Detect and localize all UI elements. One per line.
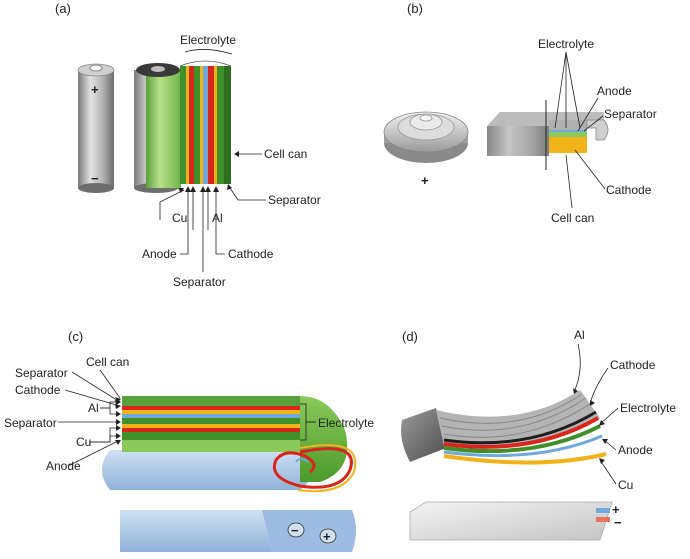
cathode-label: Cathode bbox=[228, 247, 274, 261]
cathode-label: Cathode bbox=[15, 383, 61, 397]
cathode-layer bbox=[549, 137, 587, 153]
wound-core bbox=[102, 450, 315, 490]
anode-label: Anode bbox=[618, 443, 653, 457]
separator-label: Separator bbox=[604, 107, 657, 121]
coin-cell: + bbox=[383, 111, 469, 188]
anode-label: Anode bbox=[46, 459, 81, 473]
anode-layer bbox=[549, 131, 587, 137]
separator-top-label: Separator bbox=[15, 366, 68, 380]
electrolyte-label: Electrolyte bbox=[180, 33, 236, 47]
panel-d: (d) + − Al Cathode Electrolyte Anode Cu bbox=[401, 328, 676, 541]
separator-mid-label: Separator bbox=[4, 416, 57, 430]
panel-b: (b) + Electrolyte Anode bbox=[383, 1, 657, 225]
cylindrical-cell: + − bbox=[77, 63, 115, 193]
anode-label: Anode bbox=[142, 247, 177, 261]
plus-terminal-label: + bbox=[91, 82, 99, 97]
pouch-cap bbox=[401, 408, 446, 462]
panel-b-tag: (b) bbox=[407, 1, 423, 16]
anode-layer bbox=[180, 66, 186, 184]
separator-right-label: Separator bbox=[268, 193, 321, 207]
separator-layer bbox=[186, 66, 189, 184]
cutaway-cylinder bbox=[134, 60, 232, 193]
electrolyte-label: Electrolyte bbox=[538, 37, 594, 51]
panel-a-tag: (a) bbox=[55, 1, 71, 16]
separator-bottom-label: Separator bbox=[173, 275, 226, 289]
panel-c: (c) − + Cell c bbox=[4, 329, 374, 552]
pouch-cell: + − bbox=[409, 501, 622, 541]
cell-can-label: Cell can bbox=[86, 355, 129, 369]
coin-cross-section bbox=[487, 100, 609, 170]
cu-label: Cu bbox=[76, 435, 91, 449]
panel-d-tag: (d) bbox=[402, 329, 418, 344]
panel-a: (a) + − bbox=[55, 1, 321, 289]
electrolyte-label: Electrolyte bbox=[620, 401, 676, 415]
cathode-label: Cathode bbox=[610, 358, 656, 372]
cell-can-wall bbox=[224, 66, 231, 184]
separator-layer bbox=[549, 130, 587, 132]
panel-c-tag: (c) bbox=[68, 329, 83, 344]
prismatic-cell: − + bbox=[120, 510, 356, 552]
cell-can-label: Cell can bbox=[264, 147, 307, 161]
prismatic-plus-label: + bbox=[323, 529, 331, 544]
pouch-plus-label: + bbox=[612, 502, 620, 517]
pouch-layers bbox=[436, 390, 607, 465]
al-label: Al bbox=[88, 401, 99, 415]
cell-can-label: Cell can bbox=[551, 211, 594, 225]
electrolyte-label: Electrolyte bbox=[318, 416, 374, 430]
coin-plus-label: + bbox=[421, 173, 429, 188]
layer-stack bbox=[122, 396, 357, 493]
prismatic-minus-label: − bbox=[291, 523, 299, 538]
anode-label: Anode bbox=[597, 84, 632, 98]
cu-label: Cu bbox=[172, 211, 187, 225]
al-label: Al bbox=[212, 211, 223, 225]
cathode-layer bbox=[208, 66, 214, 184]
minus-terminal-label: − bbox=[91, 171, 99, 186]
cu-label: Cu bbox=[618, 478, 633, 492]
al-layer bbox=[203, 66, 208, 184]
cathode-label: Cathode bbox=[606, 183, 652, 197]
pouch-minus-label: − bbox=[614, 515, 622, 530]
cu-layer bbox=[189, 66, 194, 184]
al-label: Al bbox=[574, 328, 585, 342]
